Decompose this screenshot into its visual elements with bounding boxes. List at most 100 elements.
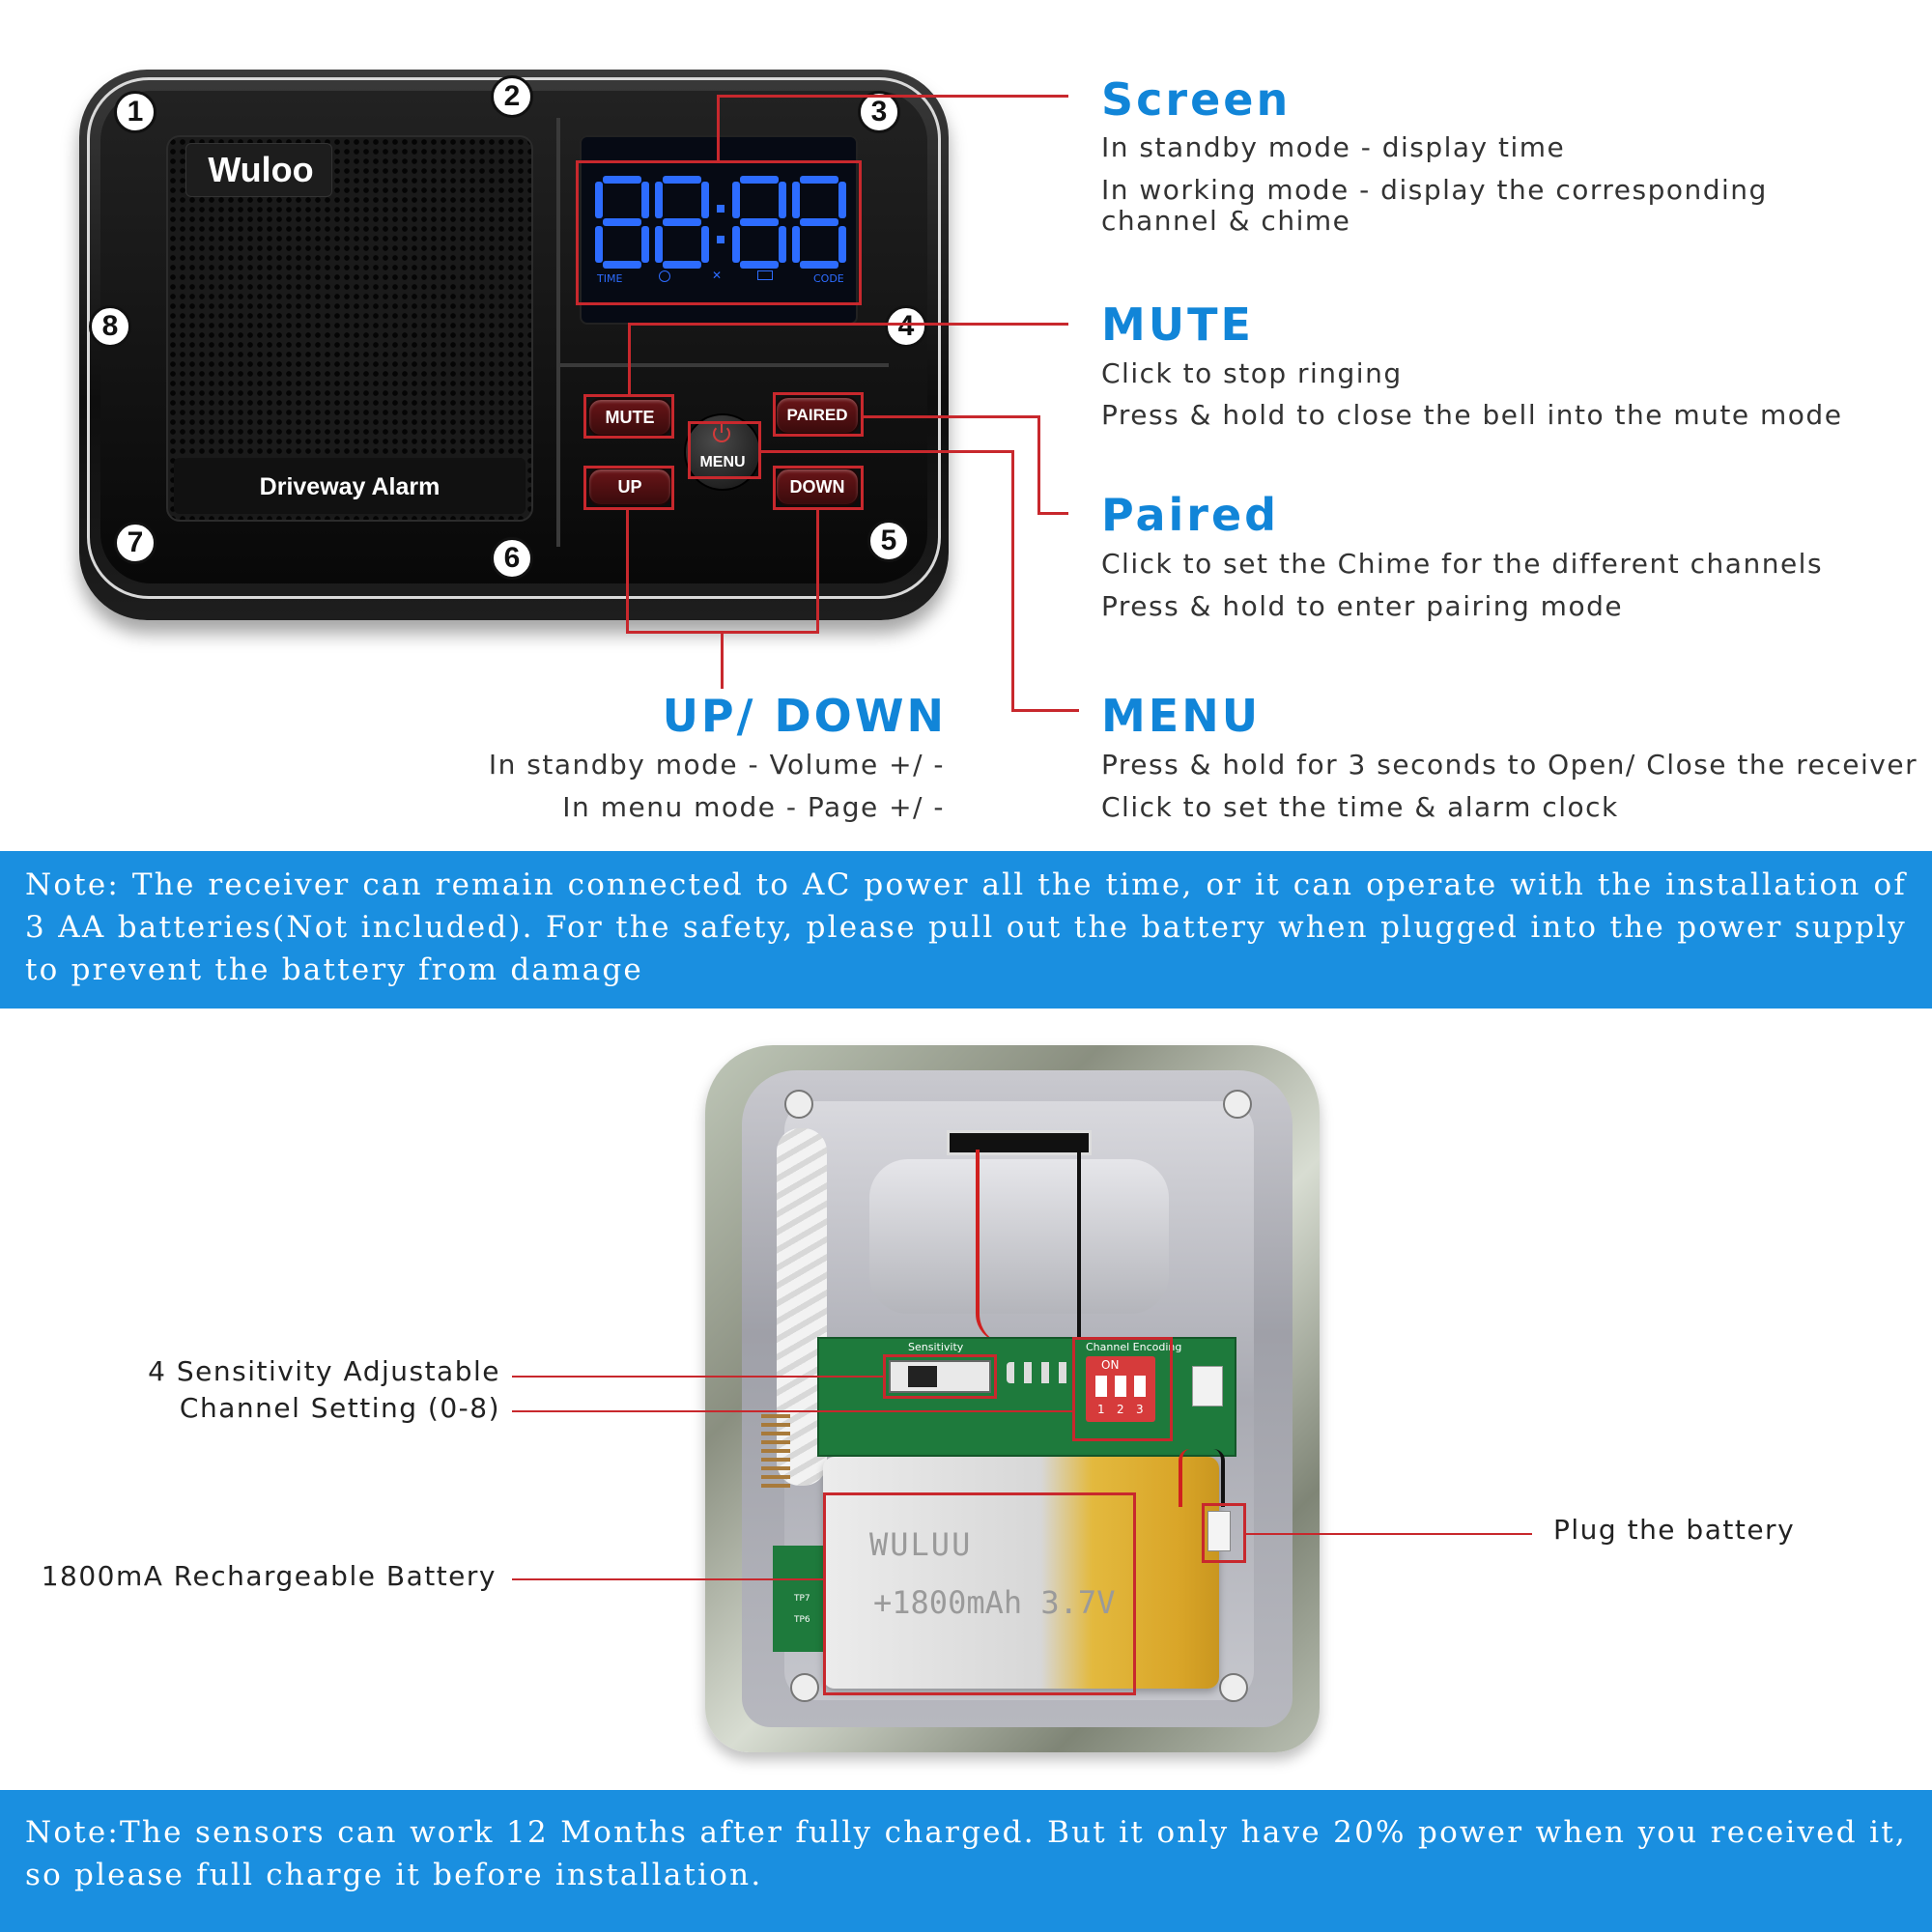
updown-title: UP/ DOWN [662,690,947,742]
dip-on-label: ON [1101,1358,1120,1372]
dip-number-1: 1 [1097,1403,1105,1416]
lcd-digit-4-segment-e [792,226,800,263]
channel-highlight-box [1072,1337,1173,1441]
sensitivity-leader [512,1376,885,1378]
sensitivity-switch-knob[interactable] [908,1366,937,1387]
lcd-digit-4-segment-a [800,176,838,184]
lcd-digit-1-segment-d [603,261,641,269]
down-button[interactable]: DOWN [775,468,860,506]
top-note-bar: Note: The receiver can remain connected … [0,851,1932,1009]
screw-top-right [1223,1090,1252,1119]
lcd-indicator-code: CODE [813,272,844,285]
down-highlight-box [773,466,864,510]
brand-badge [185,143,332,197]
lcd-digit-2-segment-g [663,218,701,226]
lcd-digit-4-segment-c [838,226,846,263]
colon-dot-top [717,205,724,213]
channel-label: Channel Setting (0-8) [179,1392,500,1424]
screw-bottom-left [790,1673,819,1702]
menu-highlight-box [688,421,761,479]
screw-bottom-right [1219,1673,1248,1702]
lcd-digit-2-segment-a [663,176,701,184]
paired-title: Paired [1101,489,1280,541]
lcd-digit-1-segment-c [641,226,649,263]
up-button[interactable]: UP [587,468,672,506]
lcd-indicator-time: TIME [597,272,623,285]
battery-highlight-box [823,1492,1136,1695]
screen-title: Screen [1101,73,1292,126]
pcb-channel-label: Channel Encoding [1086,1341,1182,1353]
lcd-digit-2-segment-e [655,226,663,263]
battery-print-brand: WULUU [869,1526,973,1563]
updown-line-1: In standby mode - Volume +/ - [488,749,945,781]
lcd-digit-3-segment-g [740,218,779,226]
menu-leader-v [1011,450,1014,711]
sensitivity-switch [889,1360,991,1393]
lcd-digit-1-segment-b [641,182,649,218]
menu-leader-h1 [759,450,1014,453]
power-icon-stem [721,421,723,433]
tp7-label: TP7 [794,1594,810,1604]
callout-number-1: 1 [114,91,156,133]
panel-divider-h [560,363,889,367]
lcd-digit-4-segment-f [792,182,800,218]
speaker-grille [166,135,533,522]
lcd-screen [580,135,858,325]
alarm-icon [659,270,670,282]
callout-number-8: 8 [89,305,131,348]
tp6-label: TP6 [794,1615,810,1625]
screen-leader-v [717,95,720,162]
battery-leader [512,1578,825,1580]
updown-leader-stem [721,631,724,689]
brand-logo: Wuloo [208,150,314,189]
lcd-digit-3-segment-b [779,182,786,218]
plug-label: Plug the battery [1553,1514,1796,1546]
callout-number-5: 5 [867,520,910,562]
paired-line-2: Press & hold to enter pairing mode [1101,590,1624,622]
lcd-digit-3-segment-a [740,176,779,184]
lcd-digit-4-segment-d [800,261,838,269]
black-wire [1058,1150,1081,1343]
updown-leader-left [626,508,629,634]
screen-leader-h [717,95,1068,98]
sensitivity-label: 4 Sensitivity Adjustable [148,1355,500,1387]
screen-line-1: In standby mode - display time [1101,131,1566,163]
paired-leader-v [1037,415,1040,514]
lcd-digit-1-segment-g [603,218,641,226]
paired-highlight-box [773,392,864,437]
dip-lever-1[interactable] [1095,1376,1107,1397]
plug-leader [1244,1533,1532,1535]
updown-line-2: In menu mode - Page +/ - [562,791,945,823]
dip-lever-2[interactable] [1115,1376,1126,1397]
menu-leader-h2 [1011,709,1079,712]
dip-number-3: 3 [1136,1403,1144,1416]
lcd-digit-1-segment-f [595,182,603,218]
lcd-digit-3-segment-c [779,226,786,263]
screen-line-3: channel & chime [1101,205,1351,237]
menu-button-label: MENU [699,454,746,470]
pcb-lower-strip [773,1546,831,1652]
menu-line-1: Press & hold for 3 seconds to Open/ Clos… [1101,749,1918,781]
lcd-digit-3-segment-f [732,182,740,218]
screen-line-2: In working mode - display the correspond… [1101,174,1768,206]
battery-plug [1208,1511,1231,1551]
callout-number-3: 3 [858,91,900,133]
dip-lever-3[interactable] [1134,1376,1146,1397]
speaker-label: Driveway Alarm [259,473,440,500]
pcb-sensitivity-label: Sensitivity [908,1341,964,1353]
lcd-digit-4-segment-g [800,218,838,226]
mute-icon: ✕ [712,269,723,282]
dip-number-2: 2 [1117,1403,1124,1416]
lcd-digit-1-segment-e [595,226,603,263]
top-note-text: Note: The receiver can remain connected … [25,867,1907,987]
lcd-digit-3-segment-e [732,226,740,263]
battery-print-capacity: +1800mAh 3.7V [873,1584,1116,1621]
pcb-side-connector [1192,1366,1223,1406]
paired-button[interactable]: PAIRED [775,396,860,435]
lcd-digit-2-segment-f [655,182,663,218]
plug-highlight-box [1202,1503,1246,1563]
mute-leader-v [628,323,631,396]
reflector-dome [869,1159,1169,1314]
lcd-digit-2-segment-c [701,226,709,263]
paired-leader-h2 [1037,512,1068,515]
